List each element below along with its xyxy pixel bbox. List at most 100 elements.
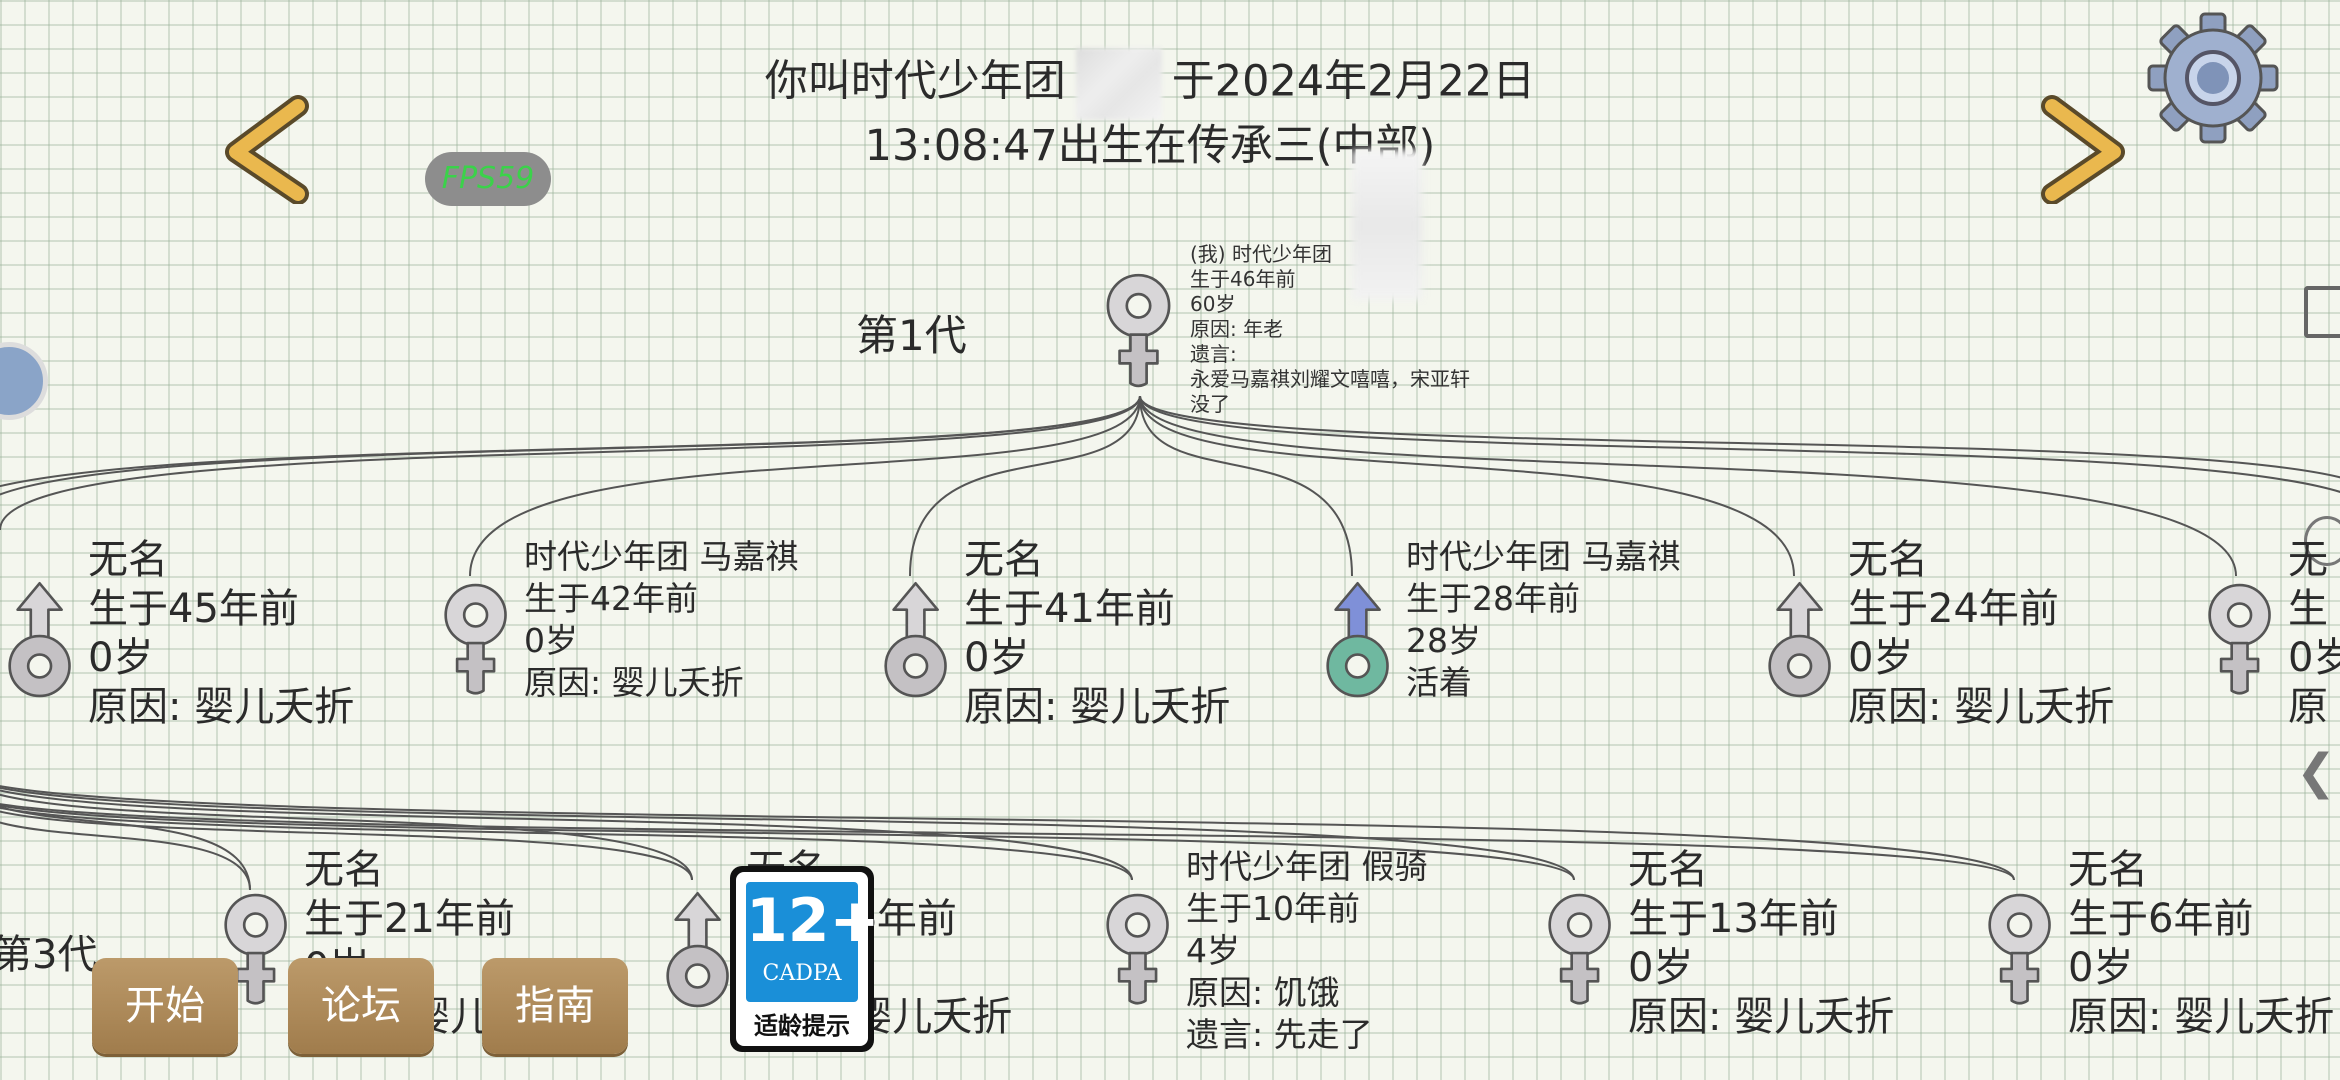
parent-child-line bbox=[909, 395, 1141, 577]
header-line2: 13:08:47出生在传承三(中部) bbox=[864, 121, 1436, 171]
parent-child-line bbox=[0, 810, 693, 881]
member-info-line: 0岁 bbox=[2288, 635, 2340, 681]
member-info-line: 生于41年前 bbox=[964, 586, 1175, 632]
fps-counter: FPS59 bbox=[425, 152, 551, 206]
parent-child-line bbox=[0, 785, 2015, 881]
chevron-right-icon bbox=[2041, 95, 2125, 204]
age-rating-badge[interactable]: 12+ CADPA 适龄提示 bbox=[730, 866, 880, 1052]
side-panel-toggle[interactable] bbox=[2304, 286, 2340, 338]
player-info-line: 没了 bbox=[1190, 392, 1230, 416]
male-symbol-icon[interactable] bbox=[0, 578, 79, 705]
start-button[interactable]: 开始 bbox=[92, 958, 238, 1054]
parent-child-line bbox=[0, 806, 1133, 881]
parent-child-line bbox=[0, 395, 1141, 496]
parent-child-line bbox=[0, 789, 1133, 881]
member-info-line: 4岁 bbox=[1186, 931, 1240, 970]
male-symbol-icon[interactable] bbox=[876, 578, 955, 705]
member-info-line: 0岁 bbox=[524, 621, 578, 660]
blurred-region bbox=[1352, 150, 1422, 300]
chevron-left-icon bbox=[225, 95, 309, 204]
female-symbol-icon[interactable] bbox=[1980, 888, 2059, 1015]
birth-header: 你叫时代少年团于2024年2月22日 13:08:47出生在传承三(中部) bbox=[620, 48, 1680, 172]
member-info-line: 无名 bbox=[88, 537, 168, 583]
female-symbol-icon[interactable] bbox=[1098, 268, 1179, 398]
member-info-line: 生 bbox=[2288, 586, 2328, 632]
player-info-line: 生于46年前 bbox=[1190, 267, 1296, 291]
guide-button[interactable]: 指南 bbox=[482, 958, 628, 1054]
player-info-line: 遗言: bbox=[1190, 342, 1237, 366]
generation-1-label: 第1代 bbox=[856, 311, 967, 360]
male-symbol-icon[interactable] bbox=[658, 888, 737, 1015]
member-info-line: 时代少年团 马嘉祺 bbox=[524, 537, 799, 576]
side-collapse-arrow[interactable]: ❮ bbox=[2296, 744, 2337, 800]
member-info-line: 原因: 饥饿 bbox=[1186, 973, 1340, 1012]
age-rating-number: 12+ bbox=[746, 886, 880, 956]
player-info-line: 60岁 bbox=[1190, 292, 1236, 316]
parent-child-line bbox=[0, 802, 2015, 881]
member-info-line: 28岁 bbox=[1406, 621, 1481, 660]
member-info-line: 无名 bbox=[1848, 537, 1928, 583]
member-info-line: 原因: 婴儿夭折 bbox=[2068, 994, 2335, 1040]
parent-child-line bbox=[0, 821, 251, 891]
settings-button[interactable] bbox=[2145, 10, 2281, 150]
female-symbol-icon[interactable] bbox=[216, 888, 295, 1015]
forum-button[interactable]: 论坛 bbox=[288, 958, 434, 1054]
member-info-line: 无名 bbox=[964, 537, 1044, 583]
age-rating-tip: 适龄提示 bbox=[754, 1012, 850, 1040]
female-symbol-icon[interactable] bbox=[1098, 888, 1177, 1015]
header-line1-pre: 你叫时代少年团 bbox=[764, 56, 1066, 107]
female-symbol-icon[interactable] bbox=[2200, 578, 2279, 705]
member-info-line: 生于28年前 bbox=[1406, 579, 1580, 618]
member-info-line: 原 bbox=[2288, 684, 2328, 730]
generation-3-label: 第3代 bbox=[0, 932, 98, 978]
member-info-line: 生于13年前 bbox=[1628, 896, 1839, 942]
female-symbol-icon[interactable] bbox=[436, 578, 515, 705]
side-circle-button[interactable] bbox=[2304, 516, 2340, 566]
female-symbol-icon[interactable] bbox=[1540, 888, 1619, 1015]
age-rating-org: CADPA bbox=[762, 961, 842, 986]
member-info-line: 生于42年前 bbox=[524, 579, 698, 618]
member-info-line: 生于6年前 bbox=[2068, 896, 2254, 942]
prev-arrow-button[interactable] bbox=[218, 94, 318, 204]
parent-child-line bbox=[469, 395, 1141, 577]
male-symbol-icon[interactable] bbox=[1760, 578, 1839, 705]
parent-child-line bbox=[0, 805, 251, 891]
member-info-line: 0岁 bbox=[1848, 635, 1914, 681]
member-info-line: 无名 bbox=[304, 847, 384, 893]
parent-child-line bbox=[1139, 395, 1795, 577]
player-info-line: (我) 时代少年团 bbox=[1190, 242, 1332, 266]
parent-child-line bbox=[0, 804, 1575, 881]
parent-child-line bbox=[0, 395, 1141, 531]
member-info-line: 原因: 婴儿夭折 bbox=[1628, 994, 1895, 1040]
parent-child-line bbox=[0, 395, 1141, 488]
player-info-line: 永爱马嘉祺刘耀文嘻嘻，宋亚轩 bbox=[1190, 367, 1470, 391]
member-info-line: 0岁 bbox=[88, 635, 154, 681]
parent-child-line bbox=[1139, 395, 2340, 479]
member-info-line: 遗言: 先走了 bbox=[1186, 1015, 1373, 1054]
member-info-line: 无名 bbox=[1628, 847, 1708, 893]
member-info-line: 0岁 bbox=[2068, 945, 2134, 991]
member-info-line: 活着 bbox=[1406, 663, 1472, 702]
next-arrow-button[interactable] bbox=[2032, 94, 2132, 204]
blurred-name bbox=[1075, 48, 1162, 120]
member-info-line: 原因: 婴儿夭折 bbox=[524, 663, 744, 702]
member-info-line: 生于24年前 bbox=[1848, 586, 2059, 632]
player-info-line: 原因: 年老 bbox=[1190, 317, 1284, 341]
member-info-line: 生于21年前 bbox=[304, 896, 515, 942]
member-info-line: 0岁 bbox=[964, 635, 1030, 681]
parent-child-line bbox=[1139, 395, 1353, 577]
member-info-line: 无 bbox=[2288, 537, 2328, 583]
member-info-line: 生于45年前 bbox=[88, 586, 299, 632]
member-info-line: 原因: 婴儿夭折 bbox=[1848, 684, 2115, 730]
member-info-line: 原因: 婴儿夭折 bbox=[88, 684, 355, 730]
male-symbol-icon[interactable] bbox=[1318, 578, 1397, 705]
parent-child-line bbox=[1139, 395, 2237, 577]
